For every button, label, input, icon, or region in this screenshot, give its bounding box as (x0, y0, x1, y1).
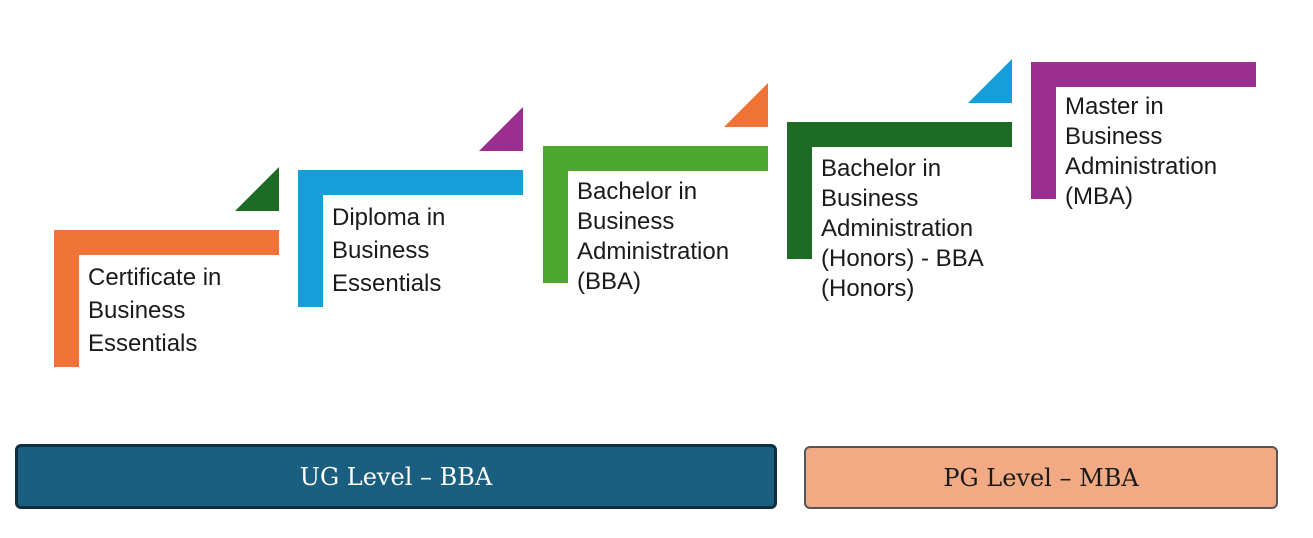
step-bar (1031, 62, 1256, 87)
pg-level-banner: PG Level – MBA (804, 446, 1278, 509)
pg-level-label: PG Level – MBA (943, 463, 1139, 492)
step-triangle (479, 107, 523, 151)
step-label: Bachelor in Business Administration (Hon… (821, 155, 984, 302)
step-label: Bachelor in Business Administration (BBA… (577, 178, 730, 295)
step-post (298, 170, 323, 307)
step-post (1031, 62, 1056, 199)
step-triangle (968, 59, 1012, 103)
step-triangle (235, 167, 279, 211)
step-bar (543, 146, 768, 171)
step-post (54, 230, 79, 367)
step-bar (54, 230, 279, 255)
step-bar (787, 122, 1012, 147)
ug-level-banner: UG Level – BBA (15, 444, 777, 509)
step-label: Certificate in Business Essentials (88, 264, 222, 357)
step-triangle (724, 83, 768, 127)
step-label: Master in Business Administration (MBA) (1065, 93, 1218, 210)
step-bar (298, 170, 523, 195)
ug-level-label: UG Level – BBA (299, 462, 493, 491)
step-post (543, 146, 568, 283)
step-post (787, 122, 812, 259)
step-label: Diploma in Business Essentials (332, 204, 446, 297)
